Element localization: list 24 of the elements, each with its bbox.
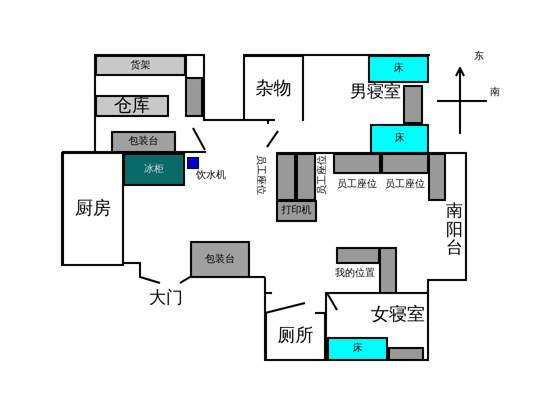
room-name: 女寝室 (371, 306, 425, 324)
room-name: 南阳台 (445, 202, 464, 258)
furniture-caption: 我的位置 (334, 269, 376, 279)
furniture-label: 冰柜 (144, 164, 164, 174)
furniture-label: 包装台 (128, 137, 158, 147)
furniture-label: 床 (394, 134, 404, 144)
room-name: 厨房 (75, 200, 111, 218)
furniture-label: 打印机 (282, 206, 312, 216)
room-name: 杂物 (256, 80, 292, 98)
furniture-caption: 员工座位 (384, 180, 426, 190)
furniture-label: 床 (394, 64, 404, 74)
furniture-label: 床 (352, 344, 362, 354)
furniture-caption: 员工座位 (318, 155, 328, 195)
furniture-caption: 员工座位 (255, 155, 265, 195)
room-name: 仓库 (114, 97, 150, 115)
room-name: 男寝室 (350, 84, 401, 101)
furniture-caption: 员工座位 (336, 180, 378, 190)
room-name: 厕所 (278, 326, 314, 344)
furniture-label: 包装台 (205, 254, 235, 264)
compass-direction: 南 (490, 88, 500, 98)
compass-direction: 东 (474, 52, 484, 62)
furniture-caption: 饮水机 (195, 171, 227, 181)
room-name: 大门 (149, 290, 183, 307)
furniture-label: 货架 (130, 60, 150, 70)
